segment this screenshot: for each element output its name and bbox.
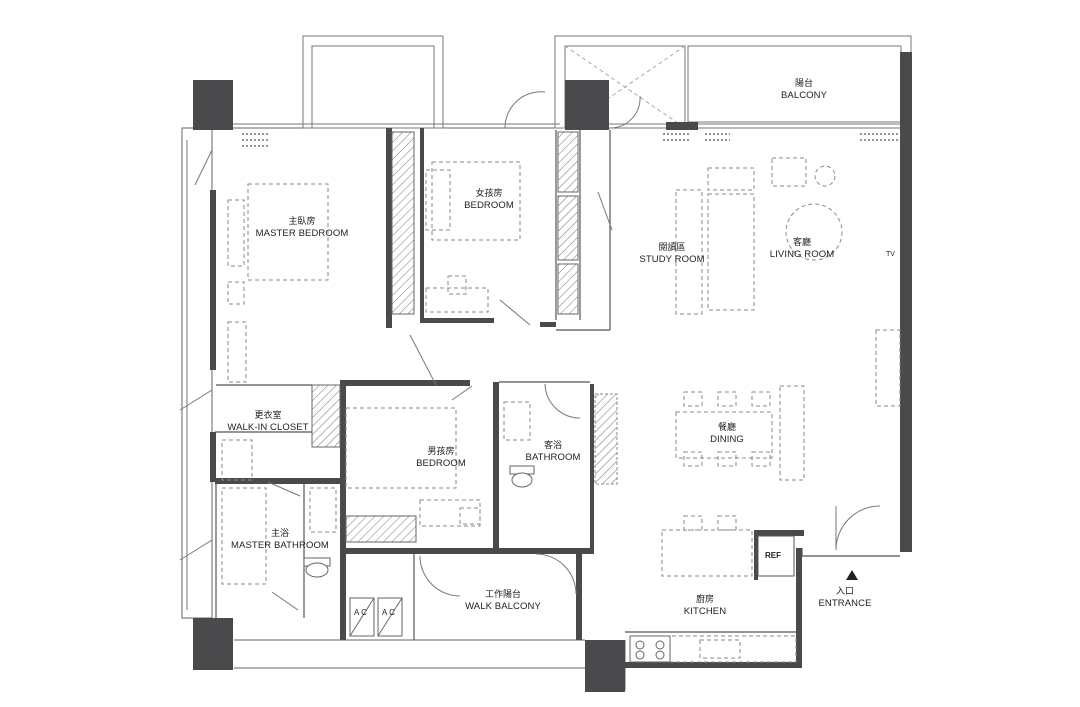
room-label-master-bathroom: 主浴 MASTER BATHROOM (231, 528, 329, 552)
room-label-en: BEDROOM (416, 458, 466, 469)
room-label-en: ENTRANCE (818, 598, 872, 609)
room-label-en: BEDROOM (464, 200, 514, 211)
structural-columns (193, 52, 912, 692)
room-label-zh: 入口 (835, 587, 854, 597)
tv-tag: TV (886, 251, 895, 258)
balcony-bay-left (302, 35, 444, 129)
room-label-en: MASTER BEDROOM (255, 228, 349, 239)
room-label-zh: 主浴 (270, 529, 290, 539)
room-label-en: STUDY ROOM (639, 254, 705, 265)
room-label-en: KITCHEN (683, 606, 727, 617)
room-label-bathroom: 客浴 BATHROOM (526, 440, 581, 464)
room-label-en: DINING (710, 434, 744, 445)
room-label-en: BATHROOM (525, 452, 581, 463)
ac-tag-2: A C (382, 608, 395, 617)
ref-tag: REF (765, 551, 781, 560)
room-label-dining: 餐廳 DINING (710, 422, 744, 446)
room-label-zh: 女孩房 (475, 189, 503, 199)
room-label-master-bedroom: 主臥房 MASTER BEDROOM (256, 216, 349, 240)
room-label-zh: 閱讀區 (658, 243, 686, 253)
room-label-kitchen: 廚房 KITCHEN (684, 594, 726, 618)
ac-tag-1: A C (354, 608, 367, 617)
room-label-zh: 廚房 (695, 595, 714, 605)
room-label-entrance: 入口 ENTRANCE (818, 586, 871, 610)
room-label-zh: 餐廳 (717, 423, 737, 433)
room-label-walk-in-closet: 更衣室 WALK-IN CLOSET (227, 410, 308, 434)
room-label-living-room: 客廳 LIVING ROOM (770, 237, 834, 261)
room-label-balcony: 陽台 BALCONY (781, 78, 827, 102)
room-label-en: LIVING ROOM (769, 249, 835, 260)
room-label-zh: 工作陽台 (484, 590, 522, 600)
furniture (221, 157, 901, 663)
room-label-zh: 主臥房 (288, 217, 316, 227)
toilets (303, 465, 535, 578)
room-label-zh: 陽台 (794, 79, 814, 89)
room-label-zh: 客廳 (792, 238, 812, 248)
room-label-zh: 更衣室 (254, 411, 282, 421)
room-label-girl-bedroom: 女孩房 BEDROOM (464, 188, 514, 212)
stove-icon (629, 635, 671, 663)
room-label-walk-balcony: 工作陽台 WALK BALCONY (465, 589, 541, 613)
doors (179, 91, 881, 611)
ac-units (349, 597, 403, 637)
ac-vents (242, 133, 900, 147)
room-label-en: WALK BALCONY (465, 601, 541, 612)
room-label-en: MASTER BATHROOM (231, 540, 329, 551)
wardrobes (311, 131, 618, 543)
room-label-zh: 男孩房 (427, 447, 455, 457)
room-label-zh: 客浴 (543, 441, 563, 451)
interior-walls (215, 130, 900, 640)
room-label-en: WALK-IN CLOSET (227, 422, 309, 433)
triangle-up-icon (846, 570, 858, 580)
room-label-en: BALCONY (780, 90, 828, 101)
room-label-study-room: 閱讀區 STUDY ROOM (639, 242, 704, 266)
room-label-boy-bedroom: 男孩房 BEDROOM (416, 446, 466, 470)
